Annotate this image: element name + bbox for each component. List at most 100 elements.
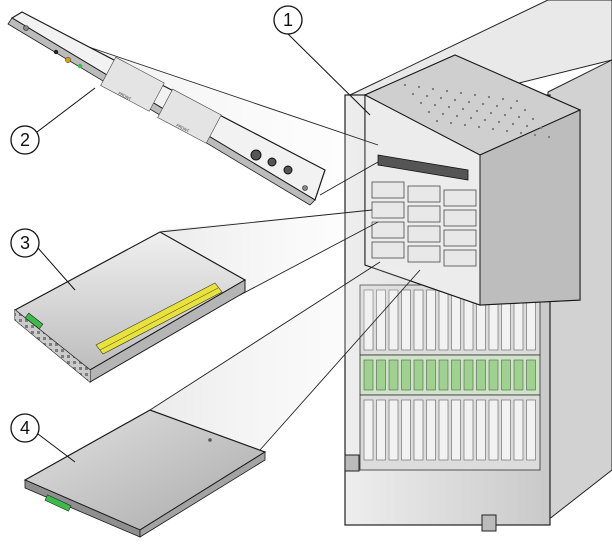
- enclosure-bay: [443, 209, 477, 227]
- psu-warning-label: [95, 282, 223, 355]
- vent-dot: [425, 94, 429, 98]
- vent-dot: [419, 101, 423, 105]
- callout-4: 4: [10, 413, 76, 463]
- blade-slot: [388, 399, 399, 461]
- vent-dot: [467, 100, 471, 104]
- vent-dot: [445, 89, 449, 93]
- vent-dot: [403, 83, 407, 87]
- vent-dot: [481, 102, 485, 106]
- vent-dot: [469, 116, 473, 120]
- front-panel-slot: [377, 154, 469, 181]
- vent-dot: [491, 127, 495, 131]
- vent-dot: [439, 96, 443, 100]
- blade-slot: [488, 359, 499, 391]
- enclosure-bay: [371, 181, 405, 199]
- vent-dot: [497, 120, 501, 124]
- vent-dot: [519, 131, 523, 135]
- blade-slot: [413, 289, 424, 351]
- blade-slot: [426, 359, 436, 391]
- vent-dot: [447, 105, 451, 109]
- enclosure-bay: [371, 221, 405, 239]
- callout-3: 3: [10, 228, 76, 291]
- enclosure-bay: [407, 245, 441, 263]
- vent-dot: [495, 104, 499, 108]
- callout-3-number: 3: [20, 233, 30, 253]
- vent-dot: [503, 113, 507, 117]
- blade-slot: [401, 359, 411, 391]
- vent-dot: [431, 87, 435, 91]
- blade-slot: [488, 399, 499, 461]
- blade-slot: [463, 359, 474, 391]
- blade-slot: [363, 399, 374, 461]
- vent-dot: [525, 124, 529, 128]
- callout-1: 1: [273, 5, 371, 116]
- panel-port-3: [283, 165, 293, 175]
- vent-dot: [487, 95, 491, 99]
- enclosure-bay: [443, 229, 477, 247]
- psu-handle: [24, 312, 44, 330]
- panel-ports: [250, 149, 293, 175]
- vent-dot: [411, 92, 415, 96]
- vent-dot: [441, 112, 445, 116]
- enclosure: [363, 54, 582, 306]
- lower-blade-bays: [359, 284, 541, 471]
- psu-front-vent: [15, 310, 90, 382]
- vent-dot: [473, 93, 477, 97]
- vent-dot: [477, 125, 481, 129]
- vent-dot: [417, 85, 421, 89]
- vent-dot: [461, 107, 465, 111]
- vent-dot: [515, 99, 519, 103]
- panel-port-group-a: FRONT: [100, 56, 165, 112]
- blade-slot: [426, 399, 436, 461]
- rack-foot-right: [481, 514, 497, 532]
- vent-dot: [531, 117, 535, 121]
- vent-dot: [505, 129, 509, 133]
- blade-slot: [513, 399, 524, 461]
- blade-slot: [363, 359, 374, 391]
- panel-port-1: [250, 149, 262, 161]
- blade-slot: [513, 359, 524, 391]
- front-panel: FRONT FRONT: [7, 11, 326, 206]
- panel-screw-right: [302, 185, 308, 191]
- rack-foot-left: [344, 454, 360, 472]
- blade-slot: [376, 359, 386, 391]
- vent-dot: [517, 115, 521, 119]
- vent-dot: [501, 97, 505, 101]
- power-supply: [13, 231, 247, 384]
- vent-dot: [539, 126, 543, 130]
- enclosure-bay: [407, 225, 441, 243]
- vent-dot: [455, 114, 459, 118]
- vent-dot: [475, 109, 479, 113]
- blade-slot: [426, 289, 436, 351]
- blade-slot: [526, 359, 536, 391]
- blade-slot: [413, 399, 424, 461]
- vent-dot: [511, 122, 515, 126]
- vent-dot: [449, 121, 453, 125]
- callout-4-number: 4: [20, 418, 30, 438]
- blade-slot: [451, 399, 461, 461]
- panel-label-group-a: FRONT: [118, 90, 133, 101]
- blade-slot: [501, 359, 511, 391]
- blade-slot: [501, 399, 511, 461]
- blade-screw: [208, 438, 212, 442]
- enclosure-bay: [443, 189, 477, 207]
- callout-2: 2: [10, 87, 96, 155]
- vent-dot: [435, 119, 439, 123]
- blade-slot: [401, 289, 411, 351]
- vent-dot: [533, 133, 537, 137]
- panel-port-group-b: FRONT: [157, 88, 222, 144]
- callout-2-number: 2: [20, 130, 30, 150]
- vent-dot: [547, 135, 551, 139]
- blade-slot: [388, 359, 399, 391]
- blade-slot: [476, 359, 486, 391]
- blade-slot: [438, 399, 449, 461]
- enclosure-bay: [407, 185, 441, 203]
- vent-dot: [509, 106, 513, 110]
- blade-slot: [451, 289, 461, 351]
- enclosure-bay: [371, 201, 405, 219]
- vent-dot: [483, 118, 487, 122]
- beam-blade: [150, 262, 420, 450]
- blade-slot: [413, 359, 424, 391]
